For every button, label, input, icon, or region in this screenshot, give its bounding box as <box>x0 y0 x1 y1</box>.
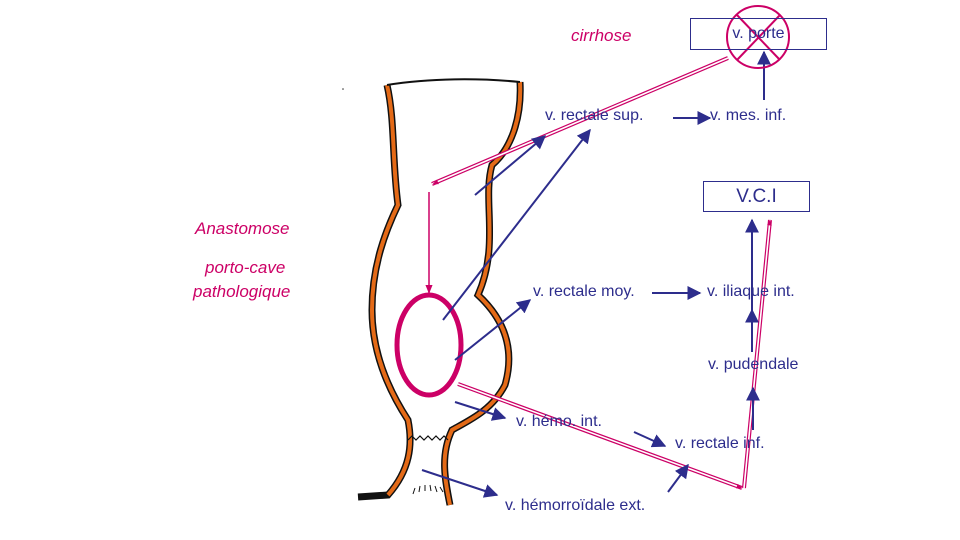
cirrhosis-label: cirrhose <box>571 26 632 45</box>
inferior-mesenteric-vein-label: v. mes. inf. <box>710 107 787 124</box>
rectum-top-rim <box>386 78 521 86</box>
internal-iliac-vein-label: v. iliaque int. <box>707 283 795 300</box>
rectum-right-wall <box>441 81 524 506</box>
portal-vein-label: v. porte <box>732 25 785 42</box>
blocked-portal-vein-icon <box>726 5 790 69</box>
vena-cava-label: V.C.I <box>736 185 777 207</box>
anastomosis-label-line1: Anastomose <box>195 219 290 238</box>
stray-dot <box>342 88 344 90</box>
venous-drainage-arrows <box>421 50 771 498</box>
rectum-left-wall <box>357 84 414 501</box>
anastomosis-label-line3: pathologique <box>193 282 291 301</box>
external-hemorrhoidal-vein-label: v. hémorroïdale ext. <box>505 497 646 514</box>
middle-rectal-vein-label: v. rectale moy. <box>533 283 635 300</box>
anal-margin-hairs <box>412 484 444 495</box>
pudendal-vein-label: v. pudendale <box>708 356 799 373</box>
pectinate-line <box>407 435 449 441</box>
vena-cava-box: V.C.I <box>703 181 810 212</box>
pathologic-shunt-lines <box>425 56 772 490</box>
hemorrhoid-ring <box>394 292 464 398</box>
internal-hemorrhoidal-vein-label: v. hémo. int. <box>516 413 602 430</box>
anastomosis-label-line2: porto-cave <box>205 258 286 277</box>
portal-vein-box: v. porte <box>690 18 827 50</box>
superior-rectal-vein-label: v. rectale sup. <box>545 107 644 124</box>
inferior-rectal-vein-label: v. rectale inf. <box>675 435 765 452</box>
